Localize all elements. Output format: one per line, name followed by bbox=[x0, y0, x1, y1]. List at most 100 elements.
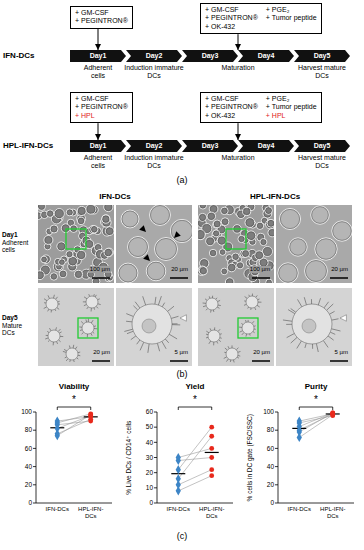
arrowhead-marker bbox=[340, 315, 346, 321]
supplement-item: + Tumor peptide bbox=[266, 14, 317, 22]
dendrite bbox=[56, 341, 57, 343]
supplement-item: + GM-CSF bbox=[205, 6, 258, 14]
cell-halo bbox=[256, 222, 263, 229]
axis-tick bbox=[33, 448, 36, 449]
cell bbox=[75, 271, 81, 277]
dendrite bbox=[240, 331, 243, 333]
scale-label: 20 µm bbox=[252, 349, 271, 356]
data-point bbox=[330, 411, 335, 416]
cell-halo bbox=[104, 248, 112, 256]
cell-halo bbox=[221, 207, 228, 214]
row-label: HPL-IFN-DCs bbox=[3, 141, 53, 150]
micrograph-ground bbox=[38, 288, 114, 366]
supplement-item: + PEGINTRON® bbox=[75, 103, 128, 111]
cell bbox=[171, 220, 192, 241]
cell-halo bbox=[278, 263, 298, 283]
stage-label: Adherent cells bbox=[80, 154, 116, 170]
dendrite bbox=[88, 319, 89, 322]
pair-line bbox=[299, 415, 332, 438]
cell bbox=[151, 206, 170, 225]
axis-label: IFN-DCs bbox=[282, 506, 316, 513]
scale-label: 100 µm bbox=[89, 266, 111, 273]
arrow-connector bbox=[98, 123, 99, 140]
cell-halo bbox=[245, 218, 255, 228]
data-point bbox=[330, 411, 335, 416]
axis-tick bbox=[275, 484, 278, 485]
cell bbox=[210, 206, 217, 213]
dendrite bbox=[91, 320, 93, 323]
zoom-frame bbox=[66, 229, 86, 249]
scale-label: 5 µm bbox=[334, 349, 349, 356]
dendrite bbox=[58, 304, 60, 305]
chevron-fill bbox=[126, 140, 182, 152]
cell bbox=[128, 237, 147, 256]
pair-line bbox=[57, 415, 90, 436]
dendrite bbox=[59, 340, 61, 342]
dendrite bbox=[124, 329, 132, 331]
dendrite bbox=[93, 332, 95, 333]
dendrite bbox=[253, 331, 255, 332]
zoom-frame bbox=[226, 229, 246, 249]
scale-label: 20 µm bbox=[330, 266, 349, 273]
cell bbox=[87, 205, 95, 213]
cell bbox=[263, 247, 271, 255]
dendrite bbox=[53, 295, 55, 298]
pair-line bbox=[299, 413, 332, 432]
dendrite bbox=[126, 321, 132, 323]
cell bbox=[77, 251, 84, 258]
axis-tick bbox=[154, 503, 157, 504]
chart-title: Yield bbox=[186, 382, 205, 391]
dendrite bbox=[165, 339, 168, 343]
dendrite bbox=[298, 299, 302, 306]
dendrite bbox=[256, 295, 258, 297]
axis-tick bbox=[33, 412, 36, 413]
column-header: IFN-DCs bbox=[99, 192, 131, 201]
tick-label: 50 bbox=[146, 423, 153, 430]
tick-label: 80 bbox=[267, 426, 274, 433]
stage-label: Harvest mature DCs bbox=[298, 64, 346, 80]
cell bbox=[60, 271, 66, 277]
arrow-connector bbox=[98, 29, 99, 50]
cell-halo bbox=[246, 231, 255, 240]
dendrite bbox=[245, 334, 247, 337]
dendrite bbox=[66, 359, 68, 361]
data-point bbox=[209, 434, 214, 439]
dendrite bbox=[304, 297, 306, 305]
cell bbox=[222, 219, 228, 225]
cell-halo bbox=[59, 270, 67, 278]
dendrite bbox=[80, 329, 82, 331]
pair-line bbox=[178, 458, 211, 461]
dendrite bbox=[252, 294, 253, 296]
dendrite bbox=[255, 307, 256, 310]
dendrite bbox=[133, 306, 137, 310]
supplement-item: + HPL bbox=[266, 112, 317, 120]
cell bbox=[66, 348, 78, 360]
cell bbox=[58, 243, 65, 250]
cell bbox=[86, 240, 93, 247]
scale-bar bbox=[252, 360, 270, 362]
dendrite bbox=[291, 337, 297, 343]
y-axis bbox=[278, 412, 279, 503]
row-label: Mature DCs bbox=[2, 322, 36, 337]
dendrite bbox=[209, 341, 211, 344]
cell-halo bbox=[213, 230, 220, 237]
step-label: Day1 bbox=[70, 140, 126, 152]
supplement-item: + HPL bbox=[75, 112, 128, 120]
dendrite bbox=[46, 335, 48, 336]
dendrite bbox=[81, 321, 83, 323]
micrograph-ground bbox=[276, 205, 352, 283]
cell-halo bbox=[38, 205, 46, 210]
dendrite bbox=[203, 302, 206, 303]
scale-label: 100 µm bbox=[249, 266, 271, 273]
step-label: Day4 bbox=[238, 50, 294, 62]
zoom-frame bbox=[78, 318, 98, 338]
dendrite bbox=[137, 340, 140, 344]
cell-halo bbox=[332, 221, 352, 241]
significance-bracket bbox=[178, 407, 211, 410]
cell bbox=[290, 239, 306, 255]
data-point bbox=[176, 474, 181, 483]
scale-bar bbox=[330, 360, 348, 362]
chart-title: Viability bbox=[59, 382, 90, 391]
scale-bar bbox=[252, 277, 270, 279]
supplement-item: + GM-CSF bbox=[75, 9, 128, 17]
